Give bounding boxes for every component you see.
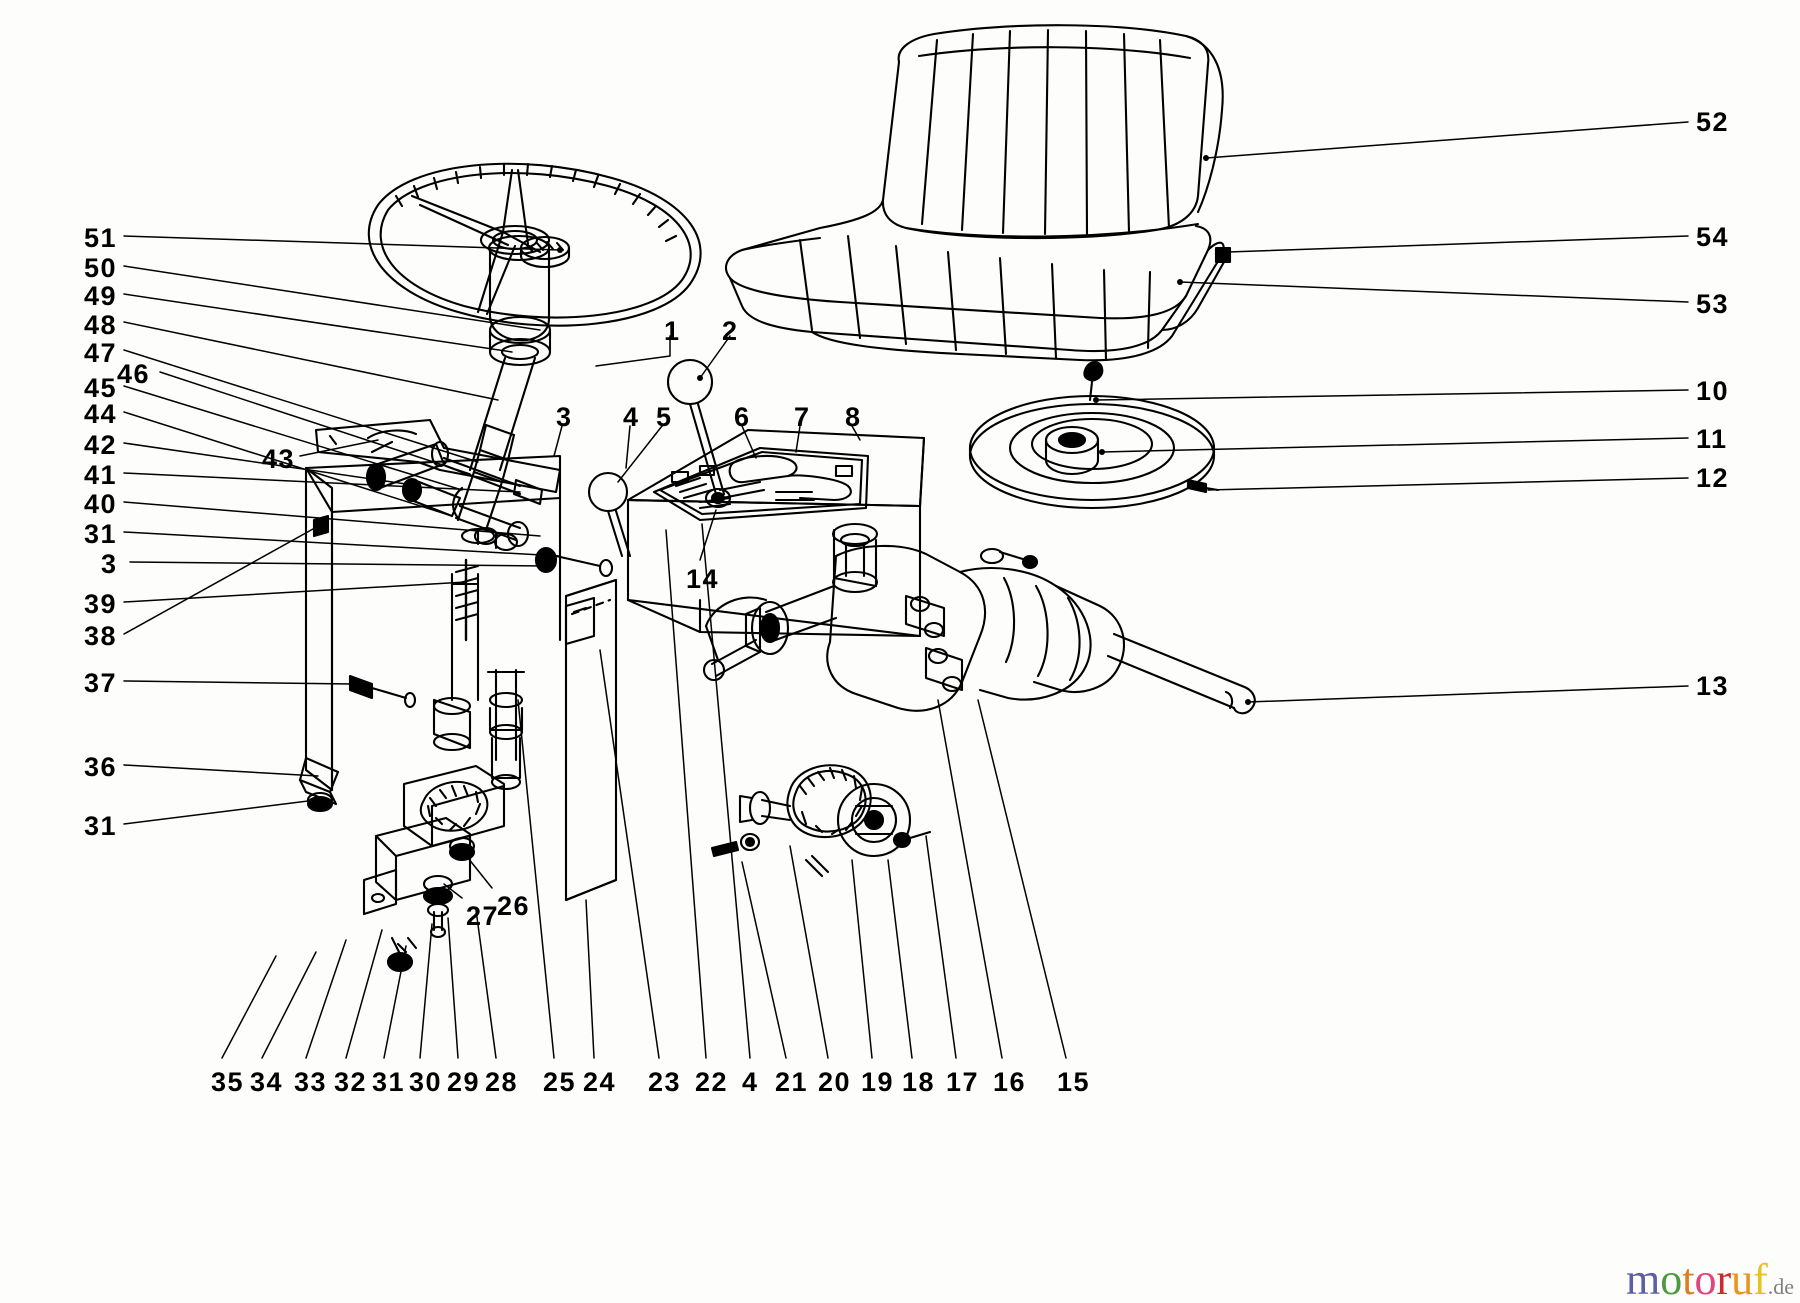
callout-14: 14 (686, 564, 720, 594)
callout-54: 54 (1696, 222, 1730, 252)
watermark-letter-5: u (1731, 1255, 1754, 1303)
callout-6: 6 (734, 402, 751, 432)
callout-3a: 3 (101, 549, 118, 579)
callout-50: 50 (84, 253, 118, 283)
callout-1: 1 (664, 316, 681, 346)
callout-b22: 22 (695, 1067, 729, 1097)
callout-8: 8 (845, 402, 862, 432)
callout-26: 26 (497, 891, 531, 921)
callout-b29: 29 (447, 1067, 481, 1097)
dash-support-panel (298, 454, 562, 813)
callout-b25: 25 (543, 1067, 577, 1097)
leader-endpoints (557, 155, 1251, 705)
callout-40: 40 (84, 489, 118, 519)
callout-27: 27 (466, 901, 500, 931)
leader-lines (123, 121, 1689, 1059)
callout-b30: 30 (409, 1067, 443, 1097)
callout-5: 5 (656, 402, 673, 432)
callout-41: 41 (84, 460, 118, 490)
dash-control-box (587, 358, 926, 638)
pedal-chain-bracket (362, 764, 506, 973)
callout-44: 44 (84, 399, 118, 429)
lever-linkage-assembly (314, 418, 614, 791)
watermark-letter-4: r (1716, 1255, 1732, 1303)
callout-b15: 15 (1057, 1067, 1091, 1097)
callout-b28: 28 (485, 1067, 519, 1097)
callout-b4: 4 (742, 1067, 759, 1097)
callout-b16: 16 (993, 1067, 1027, 1097)
callout-b18: 18 (902, 1067, 936, 1097)
callout-12: 12 (1696, 463, 1730, 493)
callout-46: 46 (117, 359, 151, 389)
watermark-letter-0: m (1626, 1255, 1661, 1303)
callout-b33: 33 (294, 1067, 328, 1097)
watermark-letter-1: o (1660, 1255, 1683, 1303)
callout-b35: 35 (211, 1067, 245, 1097)
callout-47: 47 (84, 338, 118, 368)
callout-11: 11 (1696, 424, 1728, 454)
callout-b31: 31 (372, 1067, 406, 1097)
callout-b24: 24 (583, 1067, 617, 1097)
callout-10: 10 (1696, 376, 1730, 406)
callout-4a: 4 (623, 402, 640, 432)
callout-38: 38 (84, 621, 118, 651)
callout-53: 53 (1696, 289, 1730, 319)
callout-52: 52 (1696, 107, 1730, 137)
brake-drum-band (710, 764, 932, 878)
watermark-letter-2: t (1682, 1255, 1695, 1303)
side-shield (564, 578, 618, 902)
callout-b21: 21 (775, 1067, 809, 1097)
callout-48: 48 (84, 310, 118, 340)
callout-2: 2 (722, 316, 739, 346)
callout-b19: 19 (861, 1067, 895, 1097)
callout-45: 45 (84, 373, 118, 403)
callout-37: 37 (84, 668, 118, 698)
callout-43: 43 (262, 444, 296, 474)
callout-39: 39 (84, 589, 118, 619)
watermark-letter-3: o (1694, 1255, 1717, 1303)
callout-13: 13 (1696, 671, 1730, 701)
callout-51: 51 (84, 223, 118, 253)
callout-b34: 34 (250, 1067, 284, 1097)
callout-31b: 31 (84, 811, 118, 841)
watermark-letter-6: f (1753, 1255, 1768, 1303)
callout-b23: 23 (648, 1067, 682, 1097)
callout-3b: 3 (556, 402, 573, 432)
callout-49: 49 (84, 281, 118, 311)
callout-31a: 31 (84, 519, 118, 549)
drive-pulley (968, 360, 1220, 510)
seat-assembly (725, 24, 1232, 362)
callout-7: 7 (794, 402, 811, 432)
callout-b32: 32 (334, 1067, 368, 1097)
motoruf-watermark: motoruf.de (1626, 1258, 1794, 1302)
callout-42: 42 (84, 430, 118, 460)
callout-b17: 17 (946, 1067, 980, 1097)
callout-b20: 20 (818, 1067, 852, 1097)
callout-36: 36 (84, 752, 118, 782)
watermark-suffix: .de (1767, 1274, 1795, 1299)
